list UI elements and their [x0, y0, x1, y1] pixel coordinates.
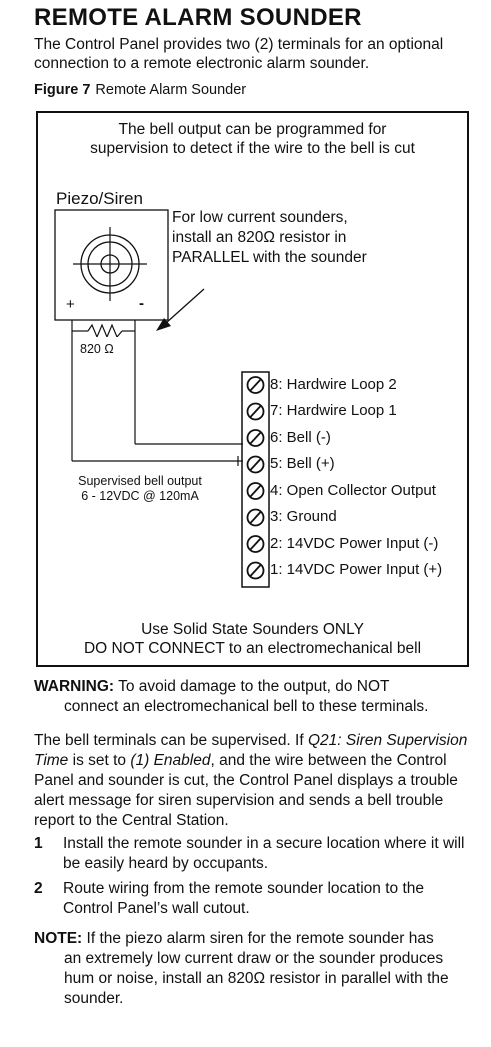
wiring-graphic	[54, 209, 270, 588]
terminal-label: 5: Bell (+)	[270, 455, 335, 472]
siren-box	[54, 209, 169, 321]
intro-paragraph: The Control Panel provides two (2) termi…	[34, 36, 444, 72]
terminal-label: 6: Bell (-)	[270, 429, 331, 446]
siren-speaker-icon	[73, 227, 147, 301]
terminal-label: 4: Open Collector Output	[270, 482, 436, 499]
sounder-note: For low current sounders, install an 820…	[172, 209, 367, 266]
device-label: Piezo/Siren	[56, 189, 143, 208]
note-label: NOTE:	[34, 930, 83, 947]
diagram-top-note: The bell output can be programmed for su…	[90, 121, 415, 157]
plus-marker: +	[66, 296, 75, 313]
terminal-label: 2: 14VDC Power Input (-)	[270, 535, 439, 552]
minus-marker: -	[139, 295, 144, 312]
supervised-output-label: Supervised bell output 6 - 12VDC @ 120mA	[78, 474, 202, 503]
figure-label: Figure 7	[34, 82, 91, 98]
terminal-label: 3: Ground	[270, 508, 337, 525]
terminal-label: 8: Hardwire Loop 2	[270, 376, 397, 393]
section-heading: REMOTE ALARM SOUNDER	[34, 4, 362, 31]
terminal-block	[241, 371, 270, 588]
wiring-diagram: The bell output can be programmed for su…	[36, 111, 469, 667]
step-item: 2 Route wiring from the remote sounder l…	[34, 880, 424, 917]
terminal-label: 7: Hardwire Loop 1	[270, 402, 397, 419]
resistor-label: 820 Ω	[80, 342, 114, 356]
resistor-symbol	[87, 323, 123, 339]
pointer-arrow	[156, 318, 171, 331]
diagram-bottom-note: Use Solid State Sounders ONLY DO NOT CON…	[83, 621, 422, 657]
warning-note: WARNING: To avoid damage to the output, …	[34, 678, 429, 715]
terminal-screws	[246, 376, 265, 580]
terminal-label: 1: 14VDC Power Input (+)	[270, 561, 443, 578]
step-item: 1 Install the remote sounder in a secure…	[34, 835, 465, 872]
warning-label: WARNING:	[34, 678, 115, 695]
figure-title: Remote Alarm Sounder	[95, 82, 247, 98]
supervision-paragraph: The bell terminals can be supervised. If…	[34, 732, 468, 829]
note-block: NOTE: If the piezo alarm siren for the r…	[34, 930, 449, 1007]
